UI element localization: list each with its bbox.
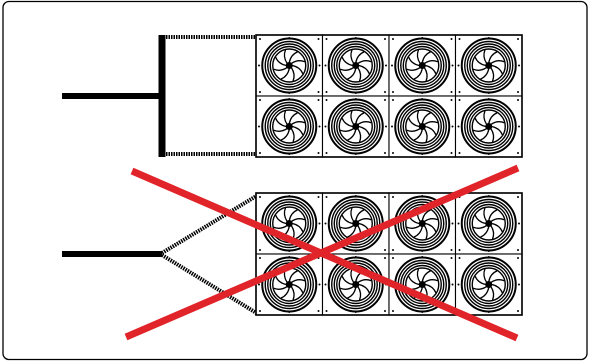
axial-fan-icon bbox=[460, 37, 517, 94]
axial-fan-icon bbox=[261, 195, 318, 252]
fan-module bbox=[454, 192, 523, 255]
fan-module bbox=[321, 253, 390, 316]
fan-module bbox=[454, 34, 523, 97]
incorrect-layout-panel bbox=[62, 164, 523, 342]
fan-module bbox=[388, 95, 457, 158]
fan-module bbox=[255, 192, 324, 255]
fan-array-border bbox=[255, 192, 523, 316]
fan-array-top bbox=[255, 34, 523, 158]
fan-array-bottom bbox=[255, 192, 523, 316]
fan-module bbox=[454, 253, 523, 316]
fan-module bbox=[255, 34, 324, 97]
axial-fan-icon bbox=[327, 256, 384, 313]
correct-layout-panel bbox=[62, 34, 523, 158]
fan-module bbox=[321, 95, 390, 158]
axial-fan-icon bbox=[261, 37, 318, 94]
axial-fan-icon bbox=[394, 98, 451, 155]
fan-array-border bbox=[255, 34, 523, 158]
fan-module bbox=[454, 95, 523, 158]
lower-diverging-duct bbox=[160, 253, 260, 316]
cross-out-line bbox=[124, 164, 520, 341]
axial-fan-icon bbox=[460, 256, 517, 313]
axial-fan-icon bbox=[327, 98, 384, 155]
axial-fan-icon bbox=[460, 195, 517, 252]
axial-fan-icon bbox=[394, 37, 451, 94]
upper-diverging-duct bbox=[160, 193, 260, 255]
axial-fan-icon bbox=[261, 256, 318, 313]
fan-module bbox=[321, 34, 390, 97]
axial-fan-icon bbox=[261, 98, 318, 155]
fan-module bbox=[388, 34, 457, 97]
fan-module bbox=[255, 95, 324, 158]
axial-fan-icon bbox=[460, 98, 517, 155]
axial-fan-icon bbox=[327, 37, 384, 94]
